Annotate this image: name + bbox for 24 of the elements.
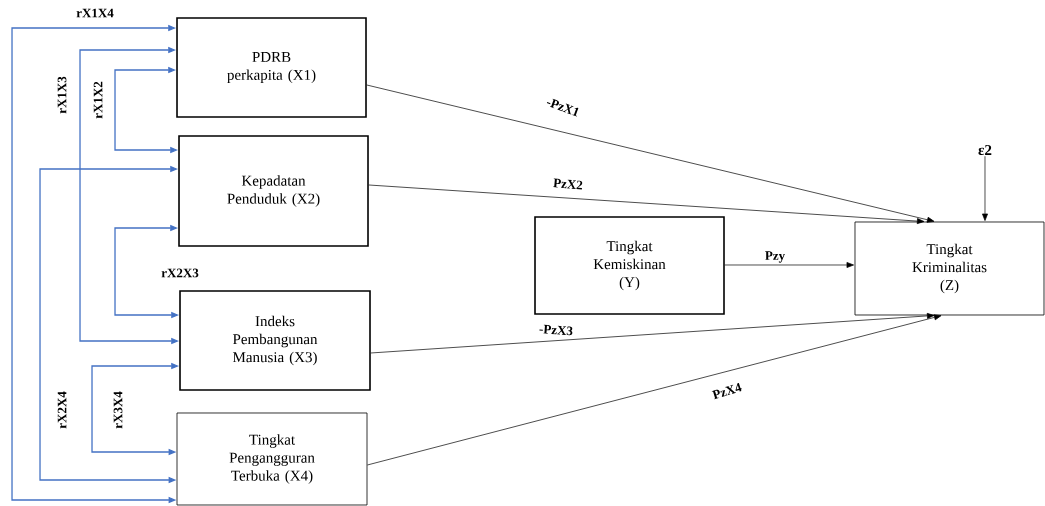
edge-label: -PzX3: [539, 324, 573, 336]
variable-box: Kepadatan Penduduk (X2): [178, 135, 369, 247]
variable-box: Indeks Pembangunan Manusia (X3): [179, 290, 371, 391]
edge-label: rX3X4: [113, 391, 123, 429]
edge-label: Pzy: [765, 251, 785, 263]
edge-label: rX1X4: [76, 8, 114, 18]
path-arrow: [724, 262, 854, 268]
variable-box: Tingkat Kriminalitas (Z): [854, 221, 1045, 316]
path-arrow: [370, 312, 935, 354]
edge-label: rX1X3: [57, 76, 67, 114]
path-arrow: [368, 184, 925, 224]
variable-box: PDRB perkapita (X1): [176, 17, 367, 118]
edge-label: rX2X3: [161, 268, 199, 278]
edge-label: -PzX1: [546, 98, 579, 117]
path-arrow: [366, 84, 935, 223]
edge-label: rX2X4: [57, 391, 67, 429]
path-arrow: [982, 155, 988, 221]
variable-box: Tingkat Pengangguran Terbuka (X4): [176, 412, 368, 506]
edge-label: rX1X2: [93, 81, 103, 119]
error-term-label: ε2: [978, 144, 992, 156]
path-arrow: [367, 314, 942, 466]
variable-box: Tingkat Kemiskinan (Y): [534, 216, 725, 315]
edge-label: PzX4: [711, 382, 742, 400]
edge-label: PzX2: [553, 178, 583, 190]
